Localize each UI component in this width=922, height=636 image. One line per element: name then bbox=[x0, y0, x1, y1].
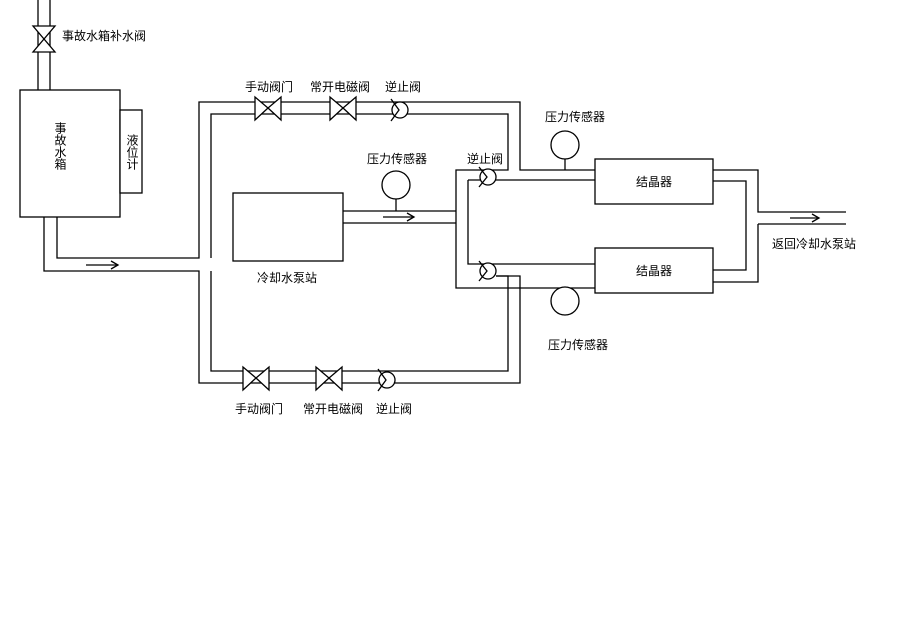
level-gauge-label: 液位计 bbox=[125, 134, 139, 170]
flow-arrow-return bbox=[790, 213, 821, 223]
pressure-sensor-bottom-symbol bbox=[550, 286, 580, 316]
makeup-valve-label: 事故水箱补水阀 bbox=[62, 29, 147, 43]
check-valve-bottom-symbol bbox=[377, 368, 396, 392]
makeup-pipe bbox=[37, 0, 51, 90]
tank-outlet-pipe bbox=[43, 101, 595, 384]
return-pump-label: 返回冷却水泵站 bbox=[772, 237, 857, 251]
check-valve-lower-symbol bbox=[478, 260, 497, 282]
crystallizer-top-label: 结晶器 bbox=[636, 175, 673, 189]
pressure-sensor-top-label: 压力传感器 bbox=[545, 110, 606, 124]
check-valve-top-label: 逆止阀 bbox=[385, 80, 422, 94]
crystallizer-top bbox=[594, 158, 714, 205]
pressure-sensor-bottom-label: 压力传感器 bbox=[548, 338, 609, 352]
level-gauge bbox=[119, 109, 143, 194]
crystallizer-bottom bbox=[594, 247, 714, 294]
check-valve-top-symbol bbox=[390, 98, 409, 122]
pump-station bbox=[232, 192, 344, 262]
manual-valve-bottom-label: 手动阀门 bbox=[235, 402, 284, 416]
crystallizer-bottom-label: 结晶器 bbox=[636, 264, 673, 278]
return-pipe bbox=[713, 169, 846, 283]
makeup-valve-symbol bbox=[31, 25, 57, 53]
flow-arrow-tank bbox=[86, 260, 120, 270]
manual-valve-top-label: 手动阀门 bbox=[245, 80, 294, 94]
solenoid-valve-top-label: 常开电磁阀 bbox=[310, 80, 371, 94]
manual-valve-top-symbol bbox=[254, 95, 282, 122]
solenoid-valve-top-symbol bbox=[329, 95, 357, 122]
pressure-sensor-top-symbol bbox=[550, 130, 580, 170]
pressure-sensor-center-label: 压力传感器 bbox=[367, 152, 428, 166]
pressure-sensor-center-symbol bbox=[381, 170, 411, 211]
emergency-tank bbox=[19, 89, 121, 218]
pump-station-label: 冷却水泵站 bbox=[257, 271, 318, 285]
check-valve-middle-label: 逆止阀 bbox=[467, 152, 504, 166]
solenoid-valve-bottom-label: 常开电磁阀 bbox=[303, 402, 364, 416]
manual-valve-bottom-symbol bbox=[242, 365, 270, 392]
flow-arrow-pump bbox=[383, 212, 416, 222]
check-valve-middle-symbol bbox=[478, 166, 497, 188]
check-valve-bottom-label: 逆止阀 bbox=[376, 402, 413, 416]
header-manifold bbox=[342, 169, 595, 289]
solenoid-valve-bottom-symbol bbox=[315, 365, 343, 392]
tank-label: 事故水箱 bbox=[53, 122, 67, 170]
